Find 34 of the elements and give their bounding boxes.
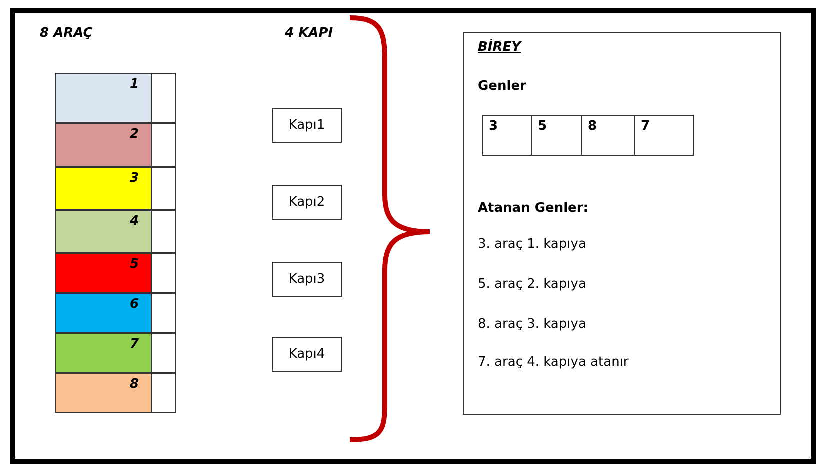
individual-panel [463, 32, 781, 415]
gate-box: Kapı3 [272, 262, 342, 297]
table-row [55, 167, 176, 210]
table-row [55, 253, 176, 293]
row-number: 1 [130, 77, 139, 92]
gene-cell: 7 [634, 115, 694, 156]
gene-cell: 5 [531, 115, 582, 156]
column-heading: 8 ARAÇ [40, 26, 93, 41]
table-row [55, 293, 176, 333]
section-heading: Genler [478, 79, 526, 94]
row-number: 2 [130, 127, 139, 142]
assignment-text: 5. araç 2. kapıya [478, 277, 586, 292]
gene-cell: 3 [482, 115, 532, 156]
row-number: 6 [130, 297, 139, 312]
row-number: 4 [130, 214, 139, 229]
column-heading: 4 KAPI [285, 26, 334, 41]
row-number: 5 [130, 257, 139, 272]
row-number: 7 [130, 337, 139, 352]
section-heading: Atanan Genler: [478, 201, 588, 216]
gene-cell: 8 [581, 115, 635, 156]
table-row [55, 333, 176, 373]
row-number: 3 [130, 171, 139, 186]
panel-heading: BİREY [478, 40, 522, 55]
table-row [55, 73, 176, 123]
gate-box: Kapı4 [272, 337, 342, 372]
assignment-text: 7. araç 4. kapıya atanır [478, 355, 629, 370]
table-row [55, 373, 176, 413]
gate-box: Kapı1 [272, 108, 342, 143]
assignment-text: 8. araç 3. kapıya [478, 317, 586, 332]
assignment-text: 3. araç 1. kapıya [478, 237, 586, 252]
row-number: 8 [130, 377, 139, 392]
table-row [55, 210, 176, 253]
table-row [55, 123, 176, 167]
gate-box: Kapı2 [272, 185, 342, 220]
